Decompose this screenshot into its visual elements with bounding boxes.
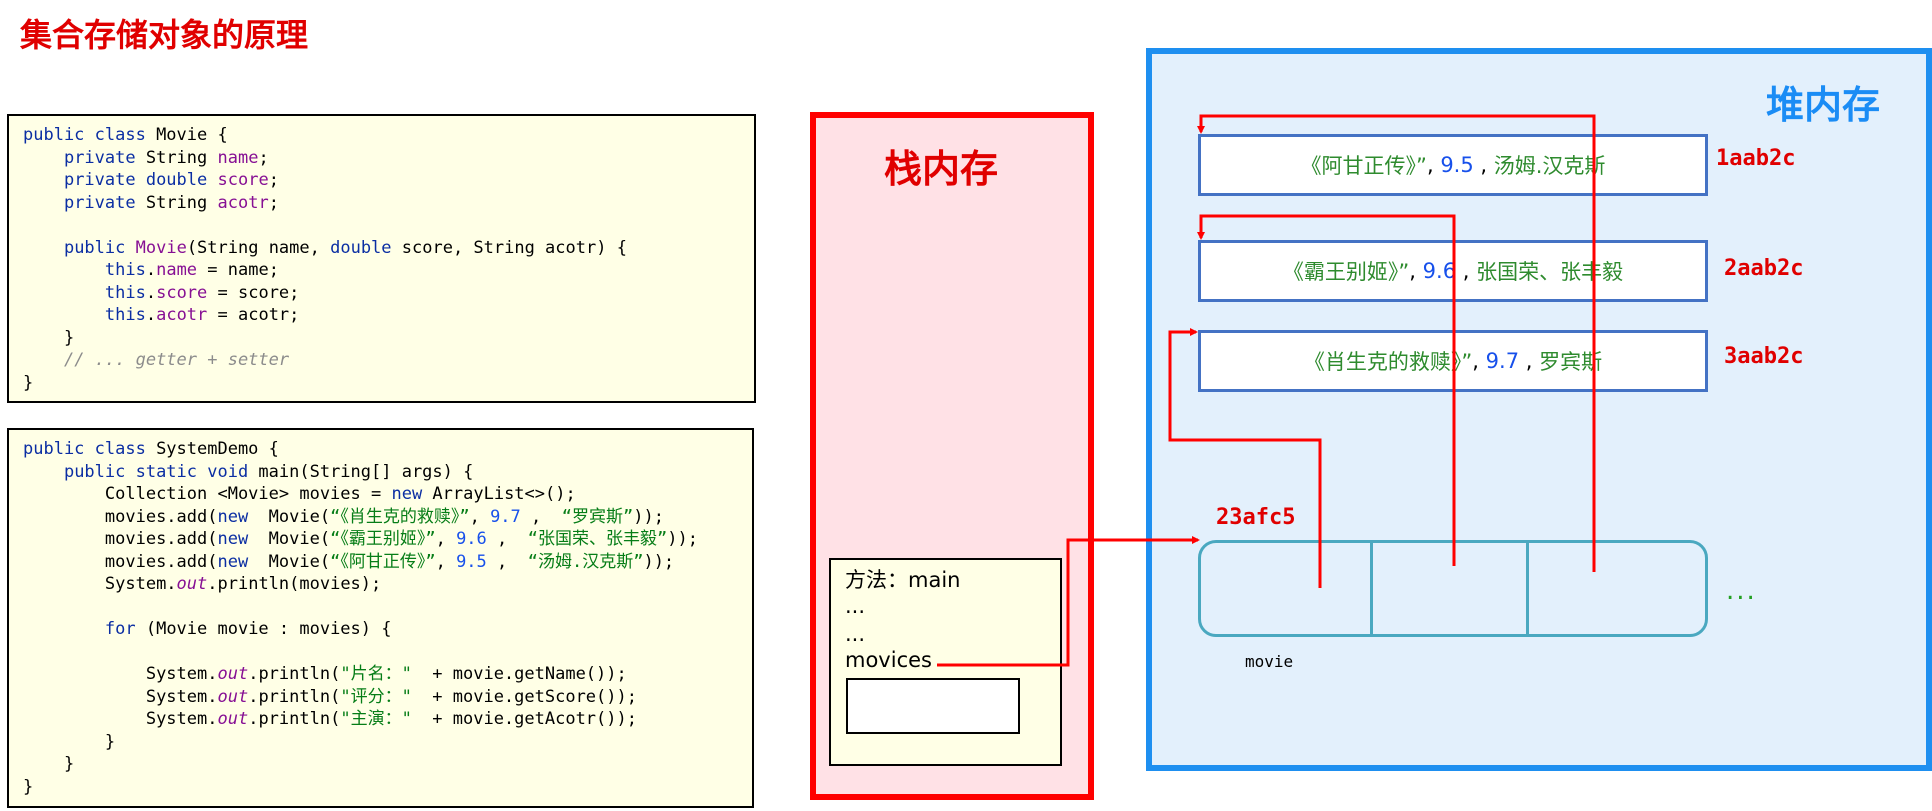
code-line: this.score = score;	[104, 282, 300, 303]
heap-memory-title: 堆内存	[1766, 83, 1881, 127]
movie-actor: 汤姆.汉克斯	[1493, 154, 1606, 178]
collection-ellipsis: ...	[1726, 576, 1757, 606]
frame-ellipsis: ...	[845, 594, 866, 618]
code-line: System.out.println("评分：" + movie.getScor…	[145, 686, 637, 707]
frame-method-label: 方法：main	[845, 568, 961, 592]
frame-variable-slot	[846, 678, 1020, 734]
code-line: }	[104, 731, 116, 752]
code-line: }	[23, 776, 34, 797]
movie-actor: 罗宾斯	[1539, 350, 1603, 374]
collection-label: movie	[1245, 652, 1294, 671]
object-address: 2aab2c	[1724, 256, 1804, 281]
movie-name: 《阿甘正传》”	[1300, 154, 1427, 178]
code-line: }	[63, 327, 75, 348]
code-line: System.out.println("片名：" + movie.getName…	[145, 664, 627, 684]
code-line: public class SystemDemo {	[23, 439, 279, 459]
movie-name: 《霸王别姬》”	[1282, 260, 1410, 284]
movie-score: 9.5	[1440, 153, 1474, 177]
movie-score: 9.7	[1485, 349, 1520, 373]
code-line: this.acotr = acotr;	[104, 305, 300, 325]
movie-actor: 张国荣、张丰毅	[1476, 260, 1624, 284]
collection-cell-divider	[1526, 540, 1529, 637]
code-line: public static void main(String[] args) {	[63, 461, 474, 482]
code-line: private String name;	[63, 147, 269, 168]
cell-3-reference-arrow	[1197, 114, 1596, 572]
code-line: private String acotr;	[63, 192, 279, 213]
code-line: }	[23, 372, 34, 393]
code-line: private double score;	[63, 170, 279, 190]
stack-to-collection-arrow	[937, 536, 1200, 667]
cell-1-reference-arrow	[1168, 328, 1322, 588]
object-address: 3aab2c	[1724, 344, 1804, 369]
collection-address: 23afc5	[1216, 505, 1296, 530]
system-demo-code: public class SystemDemo { public static …	[7, 428, 754, 808]
stack-memory-title: 栈内存	[884, 147, 999, 191]
cell-2-reference-arrow	[1197, 214, 1456, 566]
code-line: System.out.println("主演：" + movie.getAcot…	[145, 709, 637, 729]
movie-score: 9.6	[1422, 259, 1457, 283]
code-line: this.name = name;	[104, 260, 279, 280]
code-comment: // ... getter + setter	[63, 350, 290, 370]
code-line: public class Movie {	[23, 125, 228, 145]
collection-cell-divider	[1370, 540, 1373, 637]
movie-class-code: public class Movie { private String name…	[7, 114, 756, 403]
movie-object-box: 《阿甘正传》”, 9.5 , 汤姆.汉克斯	[1198, 134, 1708, 196]
code-line: public Movie(String name, double score, …	[63, 237, 627, 258]
code-line: movies.add(new Movie(“《霸王别姬》”, 9.6 , “张国…	[104, 529, 698, 549]
code-line: movies.add(new Movie(“《肖生克的救赎》”, 9.7 , “…	[104, 506, 664, 527]
code-line: System.out.println(movies);	[104, 574, 382, 594]
code-line: Collection <Movie> movies = new ArrayLis…	[104, 484, 576, 504]
frame-ellipsis: ...	[845, 622, 866, 646]
code-line: movies.add(new Movie(“《阿甘正传》”, 9.5 , “汤姆…	[104, 551, 675, 572]
page-title: 集合存储对象的原理	[20, 16, 309, 54]
movie-name: 《肖生克的救赎》”	[1303, 350, 1473, 374]
code-line: for (Movie movie : movies) {	[104, 619, 392, 639]
object-address: 1aab2c	[1716, 146, 1796, 171]
frame-variable-label: movices	[845, 648, 932, 672]
code-line: }	[63, 754, 75, 774]
